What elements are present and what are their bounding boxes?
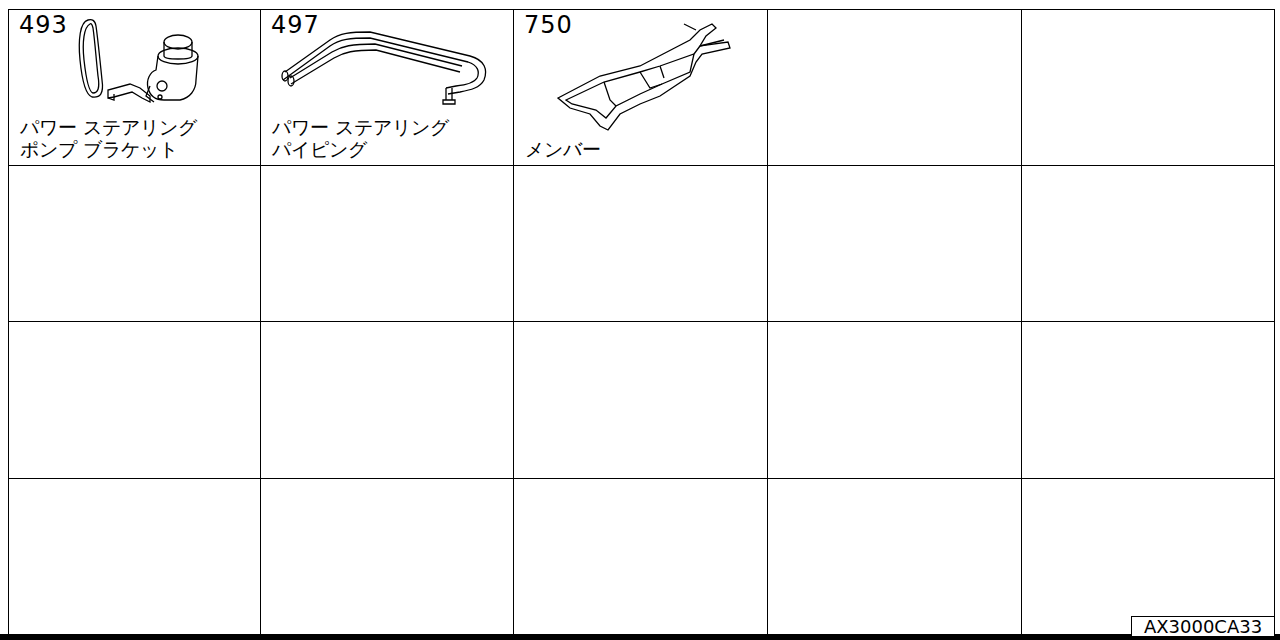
callout-number: 493 xyxy=(17,11,70,39)
piping-illustration xyxy=(282,32,486,104)
part-name: パワー ステアリング パイピング xyxy=(270,116,489,160)
grid-lines xyxy=(8,9,1275,636)
bottom-bar xyxy=(0,634,1280,640)
catalog-code: AX3000CA33 xyxy=(1141,616,1265,637)
catalog-cell: 493 パワー ステアリング ポンプ ブラケット xyxy=(9,10,260,165)
catalog-cell: 497 パワー ステアリング パイピング xyxy=(261,10,513,165)
part-name: メンバー xyxy=(523,138,603,160)
catalog-code-box: AX3000CA33 xyxy=(1131,616,1275,637)
part-name: パワー ステアリング ポンプ ブラケット xyxy=(18,116,237,160)
catalog-cell: 750 メンバー xyxy=(514,10,767,165)
member-illustration xyxy=(558,24,730,130)
callout-number: 750 xyxy=(522,11,575,39)
callout-number: 497 xyxy=(269,11,322,39)
pump-illustration xyxy=(79,20,198,102)
